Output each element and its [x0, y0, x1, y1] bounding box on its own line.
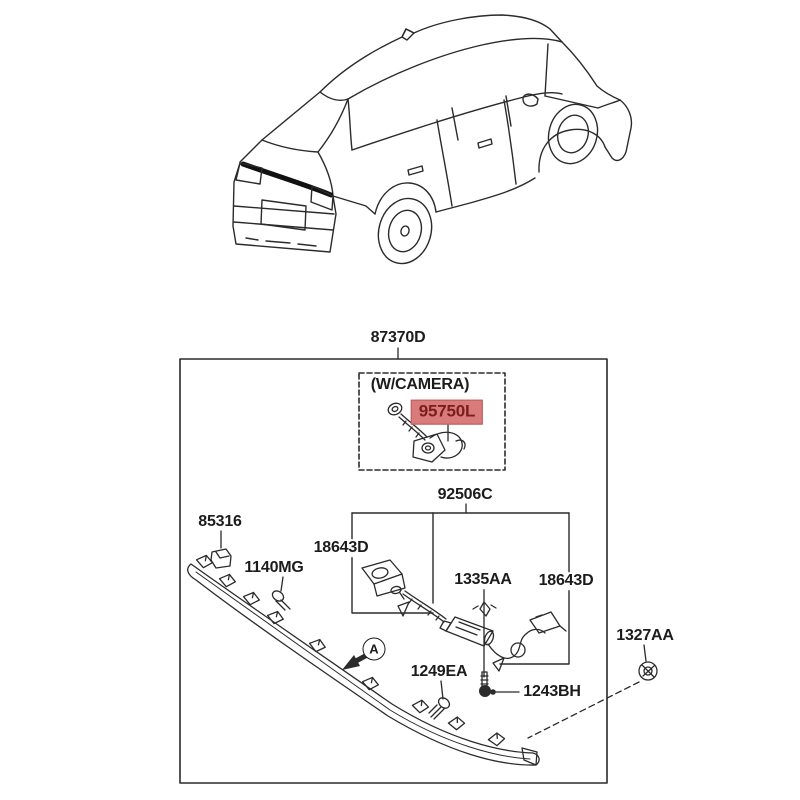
car-rear-window: [261, 91, 321, 141]
car-roof: [319, 14, 563, 93]
license-lamp-right-drawing: [487, 611, 567, 672]
car-door-handle: [477, 138, 493, 149]
part-label-assembly: 87370D: [370, 329, 426, 347]
trunk-garnish-strip: [187, 554, 540, 766]
bolt-drawing: [479, 671, 491, 697]
car-antenna-fin-icon: [401, 28, 415, 41]
part-label-lamp-assembly: 92506C: [437, 486, 493, 504]
car-beltline: [351, 91, 563, 151]
part-label-nut: 1327AA: [616, 627, 674, 645]
center-lamp-body: [445, 616, 494, 647]
clip-drawing: [210, 548, 232, 569]
part-label-wire-clip: 1335AA: [452, 571, 514, 589]
car-license-recess: [260, 199, 307, 231]
car-line-art: [232, 14, 633, 265]
car-taillight-right: [310, 185, 334, 211]
garnish-clips: [195, 554, 506, 747]
mount-flag: [397, 601, 410, 617]
view-a-marker: A: [362, 637, 386, 661]
lamp-assembly-bracket: [351, 512, 570, 665]
part-label-bolt: 1243BH: [523, 683, 581, 701]
camera-variant-dashed-box: [358, 372, 506, 471]
harness-center-drawing: [402, 590, 495, 647]
car-taillight-left: [235, 162, 263, 185]
part-label-screw-front: 1140MG: [244, 559, 304, 577]
screw-front-drawing: [271, 590, 291, 611]
part-label-camera-harness-highlighted: 95750L: [410, 399, 484, 425]
screw-rear-drawing: [428, 697, 451, 720]
mount-flag: [492, 657, 505, 672]
leader-lines: [220, 347, 647, 739]
part-label-lamp-right: 18643D: [536, 572, 596, 590]
car-front-wheel: [547, 103, 599, 165]
car-door-handle: [407, 165, 424, 176]
car-trunk-garnish-stripe: [240, 161, 334, 198]
car-rear-wheel: [377, 197, 433, 265]
car-side-mirror-icon: [522, 93, 539, 107]
diagram-outer-box: [179, 358, 608, 784]
camera-body: [412, 433, 446, 463]
license-lamp-left-drawing: [361, 559, 410, 617]
exploded-diagram: [179, 347, 658, 784]
camera-harness-drawing: [387, 402, 466, 463]
part-label-screw-rear: 1249EA: [410, 663, 468, 681]
part-label-lamp-left: 18643D: [311, 539, 371, 557]
wire-clip-drawing: [472, 601, 497, 617]
part-label-clip: 85316: [198, 513, 242, 531]
camera-variant-note: (W/CAMERA): [370, 376, 470, 394]
nut-drawing: [638, 661, 658, 681]
